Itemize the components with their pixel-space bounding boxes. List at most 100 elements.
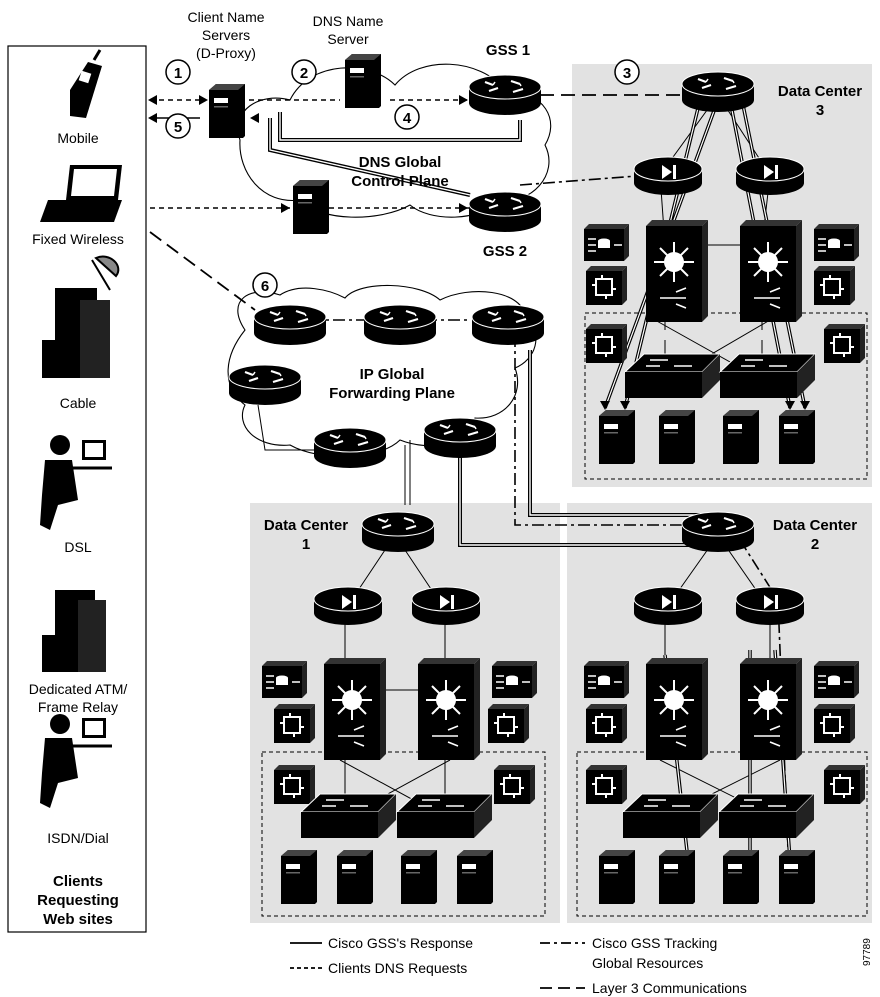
dc2-lb-2 [735, 586, 805, 626]
dc1-lb-1 [313, 586, 383, 626]
svg-text:4: 4 [403, 110, 412, 127]
dc1-fw-2 [487, 703, 530, 744]
dc1-switch-2 [396, 793, 493, 839]
dc2-switch-1 [622, 793, 719, 839]
dc3-fw-2 [813, 265, 856, 306]
legend-tracking-2: Global Resources [592, 955, 703, 971]
dc3-router [680, 70, 756, 114]
mobile-phone-icon [70, 49, 102, 118]
client-atm-label-1: Dedicated ATM/ [29, 681, 128, 697]
dc1-server-1 [281, 850, 317, 904]
dc3-store-1 [583, 223, 630, 262]
step-5: 5 [165, 113, 191, 139]
dc1-router [360, 510, 436, 554]
ip-router-5 [312, 426, 388, 470]
dc2-fw-4 [823, 764, 866, 805]
dc2-server-3 [723, 850, 759, 904]
dc1-server-4 [457, 850, 493, 904]
client-ns-label-2: Servers [202, 27, 250, 43]
gss1-router [467, 73, 543, 117]
dc2-label-2: 2 [811, 536, 819, 553]
gss2-label: GSS 2 [483, 243, 527, 260]
dc1-fw-4 [493, 764, 536, 805]
dc1-switch-1 [300, 793, 397, 839]
figure-id: 97789 [862, 938, 873, 966]
dc1-cswitch-2 [417, 657, 481, 761]
dc2-fw-3 [585, 764, 628, 805]
dns-ns-label-1: DNS Name [313, 13, 384, 29]
dc3-fw-3 [585, 323, 628, 364]
dc3-fw-4 [823, 323, 866, 364]
client-mobile-label: Mobile [57, 130, 98, 146]
client-ns-label-3: (D-Proxy) [196, 45, 256, 61]
dc3-server-4 [779, 410, 815, 464]
svg-text:2: 2 [300, 65, 308, 82]
step-4: 4 [394, 104, 420, 130]
laptop-icon [40, 165, 122, 222]
dc3-cswitch-1 [645, 219, 709, 323]
dc1-store-2 [491, 660, 538, 699]
ip-plane-label-1: IP Global [360, 366, 425, 383]
client-ns-label-1: Client Name [187, 9, 264, 25]
legend: Cisco GSS's Response Clients DNS Request… [290, 935, 747, 996]
dc1-store-1 [261, 660, 308, 699]
dc1-label-2: 1 [302, 536, 310, 553]
cable-building-icon [42, 255, 120, 378]
client-atm-label-2: Frame Relay [38, 699, 118, 715]
dc2-server-1 [599, 850, 635, 904]
client-dsl-label: DSL [64, 539, 91, 555]
clients-caption-1: Clients [53, 873, 103, 890]
dc3-server-3 [723, 410, 759, 464]
client-cable-label: Cable [60, 395, 97, 411]
client-dns-server [209, 84, 245, 138]
dsl-user-icon [40, 435, 112, 530]
svg-text:6: 6 [261, 278, 269, 295]
dc2-label-1: Data Center [773, 517, 857, 534]
dc3-server-1 [599, 410, 635, 464]
dc2-cswitch-1 [645, 657, 709, 761]
step-6: 6 [252, 272, 278, 298]
dc2-lb-1 [633, 586, 703, 626]
dc3-server-2 [659, 410, 695, 464]
legend-requests: Clients DNS Requests [328, 960, 467, 976]
ip-plane-label-2: Forwarding Plane [329, 385, 455, 402]
dc1-server-2 [337, 850, 373, 904]
dc1-label-1: Data Center [264, 517, 348, 534]
dc2-server-2 [659, 850, 695, 904]
clients-caption-2: Requesting [37, 892, 119, 909]
dc2-server-4 [779, 850, 815, 904]
clients-caption-3: Web sites [43, 911, 113, 928]
dc2-fw-1 [585, 703, 628, 744]
dns-plane-label-2: Control Plane [351, 173, 449, 190]
dc3-label-1: Data Center [778, 83, 862, 100]
atm-building-icon [42, 590, 106, 672]
svg-text:1: 1 [174, 65, 182, 82]
isdn-user-icon [40, 714, 112, 808]
dc2-switch-2 [718, 793, 815, 839]
dc3-store-2 [813, 223, 860, 262]
legend-layer3: Layer 3 Communications [592, 980, 747, 996]
dns-cloud-server [293, 180, 329, 234]
gss1-label: GSS 1 [486, 42, 530, 59]
ip-router-2 [362, 303, 438, 347]
dc1-fw-1 [273, 703, 316, 744]
ip-router-4 [227, 363, 303, 407]
dc1-fw-3 [273, 764, 316, 805]
dc2-fw-2 [813, 703, 856, 744]
dns-ns-label-2: Server [327, 31, 369, 47]
step-1: 1 [165, 59, 191, 85]
dc3-cswitch-2 [739, 219, 803, 323]
dns-plane-label-1: DNS Global [359, 154, 442, 171]
dc2-router [680, 510, 756, 554]
svg-text:5: 5 [174, 119, 182, 136]
dc3-switch-1 [624, 353, 721, 399]
client-fixed-wireless-label: Fixed Wireless [32, 231, 124, 247]
dc3-fw-1 [585, 265, 628, 306]
dc1-server-3 [401, 850, 437, 904]
step-3: 3 [614, 59, 640, 85]
dc2-store-1 [583, 660, 630, 699]
svg-text:3: 3 [623, 65, 631, 82]
dc2-cswitch-2 [739, 657, 803, 761]
ip-router-1 [252, 303, 328, 347]
